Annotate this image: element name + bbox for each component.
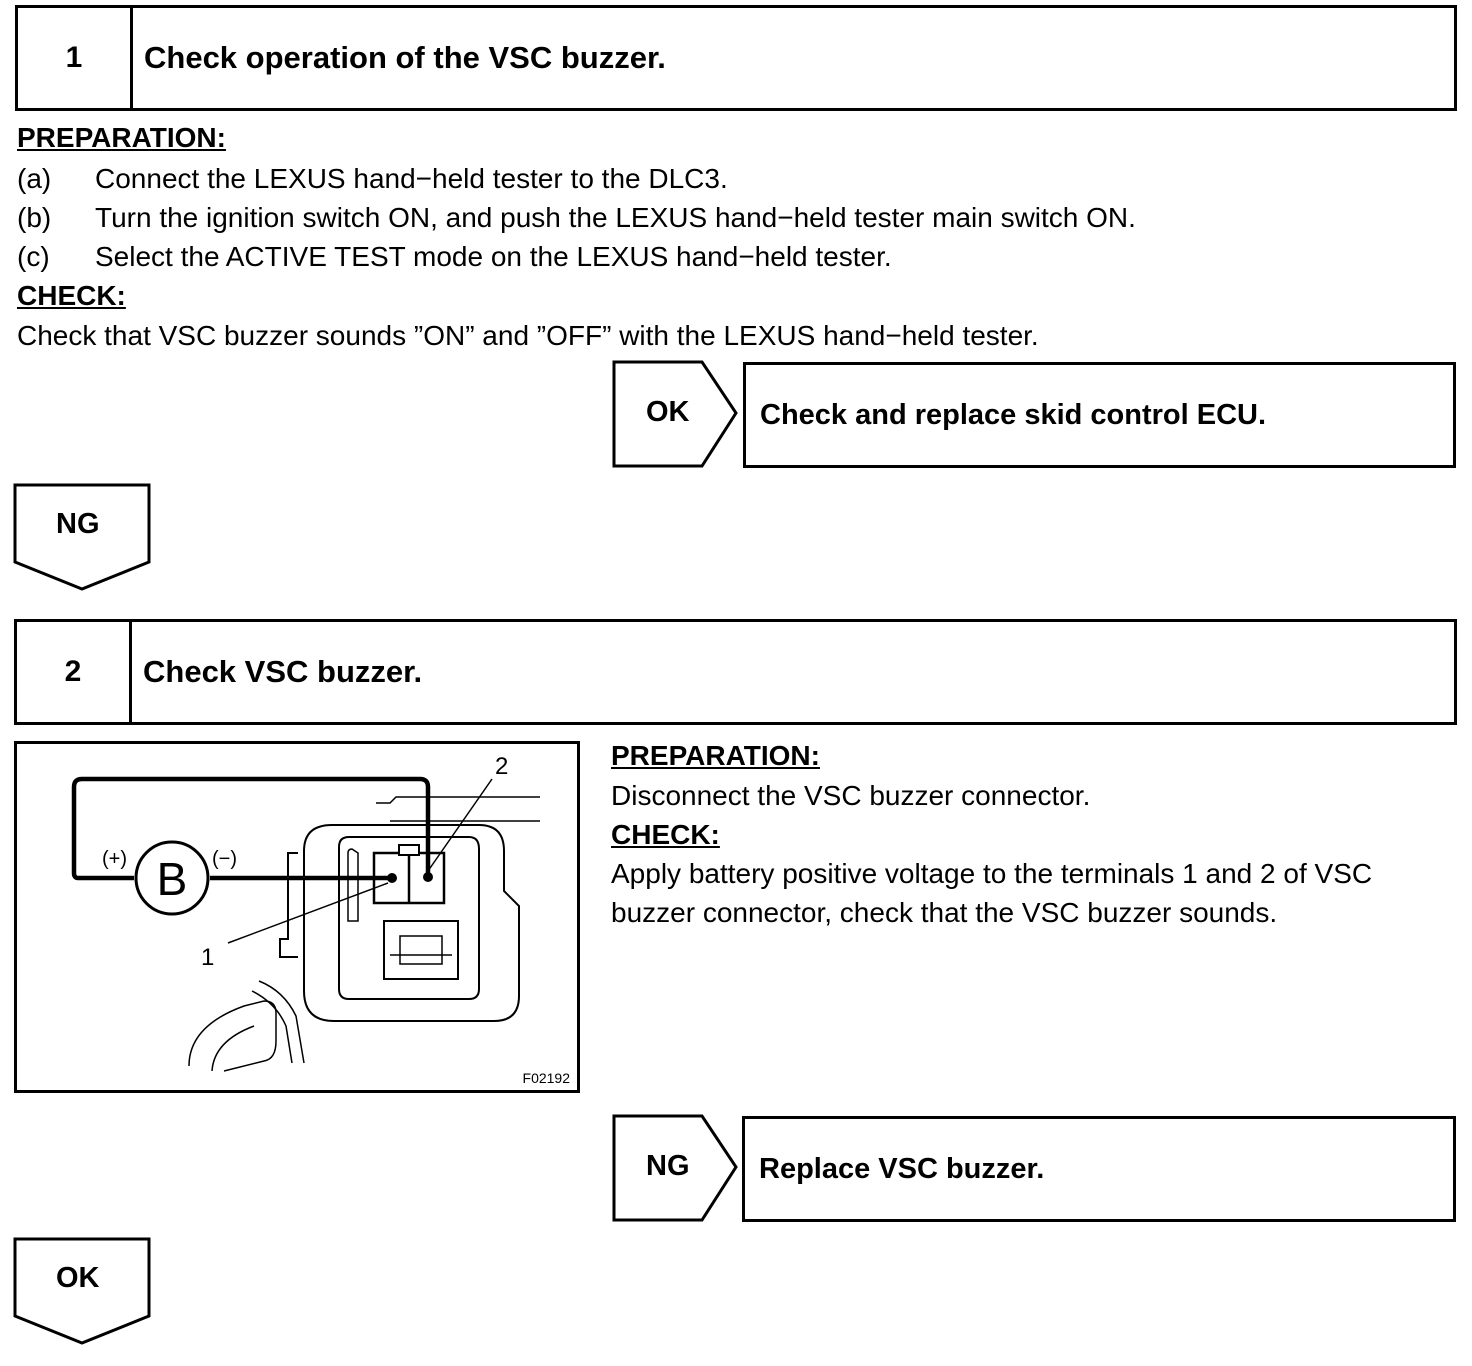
- step-2-ng-arrow: [612, 1114, 738, 1222]
- prep-item-label: (c): [17, 241, 50, 272]
- step-2-number: 2: [17, 622, 132, 722]
- step-2-ng-action-box: Replace VSC buzzer.: [742, 1116, 1456, 1222]
- prep-item-text: Connect the LEXUS hand−held tester to th…: [95, 163, 728, 194]
- prep-item-text: Turn the ignition switch ON, and push th…: [95, 202, 1136, 233]
- step-1-check-text: Check that VSC buzzer sounds ”ON” and ”O…: [17, 320, 1039, 351]
- step-1-ok-action-box: Check and replace skid control ECU.: [743, 362, 1456, 468]
- battery-symbol-letter: B: [157, 853, 188, 905]
- step-1-prep-item-a: (a) Connect the LEXUS hand−held tester to…: [17, 163, 728, 195]
- step-2-preparation-heading: PREPARATION:: [611, 740, 820, 771]
- step-2-title: Check VSC buzzer.: [143, 654, 423, 689]
- step-1-title: Check operation of the VSC buzzer.: [144, 40, 666, 75]
- prep-item-label: (a): [17, 163, 52, 194]
- battery-plus-label: (+): [102, 848, 127, 870]
- step-1-preparation-heading: PREPARATION:: [17, 122, 226, 153]
- step-1-ok-label: OK: [646, 396, 690, 428]
- step-1-prep-item-b: (b) Turn the ignition switch ON, and push…: [17, 202, 1136, 234]
- step-2-ok-arrow: [13, 1237, 151, 1345]
- step-1-check-heading: CHECK:: [17, 280, 126, 311]
- step-2-preparation-text: Disconnect the VSC buzzer connector.: [611, 780, 1091, 811]
- prep-item-text: Select the ACTIVE TEST mode on the LEXUS…: [95, 241, 892, 272]
- step-2-ok-label: OK: [56, 1262, 100, 1294]
- step-1-ng-arrow: [13, 483, 151, 591]
- terminal-2-label: 2: [495, 753, 508, 780]
- figure-code: F02192: [523, 1070, 571, 1086]
- step-2-ng-label: NG: [646, 1150, 690, 1182]
- step-1-ok-action: Check and replace skid control ECU.: [760, 398, 1267, 431]
- step-1-prep-item-c: (c) Select the ACTIVE TEST mode on the LE…: [17, 241, 892, 273]
- step-2-ng-action: Replace VSC buzzer.: [759, 1152, 1045, 1185]
- step-2-header: 2 Check VSC buzzer.: [14, 619, 1457, 725]
- step-2-check-heading: CHECK:: [611, 819, 720, 850]
- prep-item-label: (b): [17, 202, 52, 233]
- vsc-buzzer-connector-diagram: B (+) (−) 1 2 F02192: [14, 741, 580, 1093]
- battery-symbol: [134, 840, 210, 916]
- battery-minus-label: (−): [212, 848, 237, 870]
- step-2-check-line-1: Apply battery positive voltage to the te…: [611, 858, 1373, 889]
- step-2-check-line-2: buzzer connector, check that the VSC buz…: [611, 897, 1278, 928]
- terminal-1-label: 1: [201, 944, 214, 971]
- step-1-header: 1 Check operation of the VSC buzzer.: [15, 5, 1457, 111]
- step-1-ok-arrow: [612, 360, 738, 468]
- step-1-ng-label: NG: [56, 508, 100, 540]
- step-1-number: 1: [18, 8, 133, 108]
